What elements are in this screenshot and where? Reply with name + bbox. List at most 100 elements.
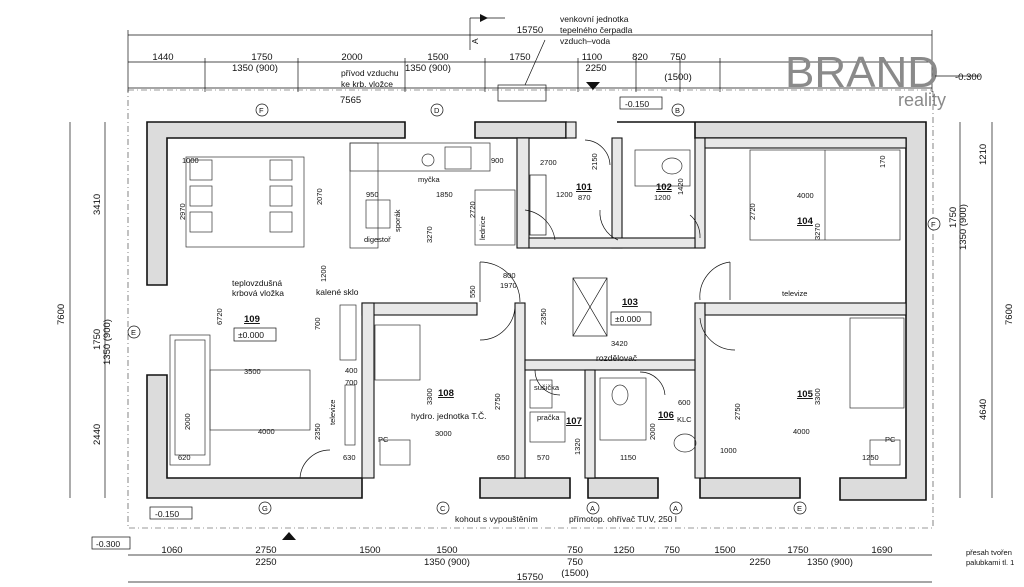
note-tap: kohout s vypouštěním	[455, 514, 538, 524]
note-distributor: rozdělovač	[596, 353, 638, 363]
dim-bot-b4: (1500)	[561, 568, 588, 579]
room-107: 107	[566, 416, 582, 427]
dim-r104-h: 3270	[813, 223, 822, 240]
dim-kit-7: 2720	[468, 201, 477, 218]
dim-liv-w: 3500	[244, 367, 261, 376]
dim-c103-2: 1970	[500, 281, 517, 290]
dim-bot-total: 15750	[517, 572, 543, 583]
dim-top-2: 1750	[251, 52, 272, 63]
dim-top-total: 15750	[517, 25, 543, 36]
note-heat-pump-1: venkovní jednotka	[560, 14, 629, 24]
note-heater: přímotop. ohřívač TUV, 250 l	[569, 514, 677, 524]
note-tv-109: televize	[328, 400, 337, 425]
dim-h101-2: 1200	[556, 190, 573, 199]
level-109: ±0.000	[238, 330, 264, 340]
dim-right-2: 1750	[948, 207, 959, 228]
dim-bot-3: 1500	[359, 545, 380, 556]
note-hydro: hydro. jednotka T.Č.	[411, 411, 486, 421]
dim-r108-h: 3300	[425, 388, 434, 405]
dim-left-1: 3410	[92, 194, 103, 215]
dim-kit-9: 700	[313, 317, 322, 330]
dim-top-8: 750	[670, 52, 686, 63]
axis-e-left: E	[131, 328, 136, 337]
note-washer: pračka	[537, 413, 560, 422]
dim-bot-2: 2750	[255, 545, 276, 556]
dim-bot-4: 1500	[436, 545, 457, 556]
section-mark: A	[470, 38, 480, 44]
dim-p109-2: 2350	[313, 423, 322, 440]
room-108: 108	[438, 388, 454, 399]
dim-b107-2: 1320	[573, 438, 582, 455]
dim-r104-s: 170	[878, 155, 887, 168]
dim-r105-w: 4000	[793, 427, 810, 436]
dim-r105-e: 1000	[720, 446, 737, 455]
room-101: 101	[576, 182, 593, 193]
dim-top-d: (1500)	[664, 72, 691, 83]
dim-top-b: 1350 (900)	[405, 63, 451, 74]
room-104: 104	[797, 216, 814, 227]
dim-top-3: 2000	[341, 52, 362, 63]
dim-r104-w: 4000	[797, 191, 814, 200]
note-pc-105: PC	[885, 435, 896, 444]
dim-right-5: 4640	[978, 399, 989, 420]
note-hood: digestoř	[364, 235, 391, 244]
dim-bot-5: 750	[567, 545, 583, 556]
axis-a-bot: A	[590, 504, 595, 513]
doors	[299, 139, 736, 479]
dim-liv-d1: 2970	[178, 203, 187, 220]
note-heat-pump-3: vzduch–voda	[560, 36, 610, 46]
note-dryer: sušička	[534, 383, 560, 392]
level-door-top: -0.150	[625, 99, 649, 109]
axis-a2-bot: A	[673, 504, 678, 513]
room-102: 102	[656, 182, 672, 193]
dim-p109-1: 620	[178, 453, 191, 462]
dim-c103-3: 3420	[611, 339, 628, 348]
room-labels: 101 102 103 104 105 106 107 108 109 ±0.0…	[233, 182, 814, 427]
dim-c103-5: 550	[468, 285, 477, 298]
axis-e-bot: E	[797, 504, 802, 513]
note-fireplace-2: krbová vložka	[232, 288, 284, 298]
dim-p109-3: 630	[343, 453, 356, 462]
note-heat-pump-2: tepelného čerpadla	[560, 25, 633, 35]
dim-b106-3: 600	[678, 398, 691, 407]
room-105: 105	[797, 389, 814, 400]
dim-kit-6: 900	[491, 156, 504, 165]
room-103: 103	[622, 297, 638, 308]
dim-b106-2: 2000	[648, 423, 657, 440]
dim-r105-f: 1250	[862, 453, 879, 462]
note-fireplace-1: teplovzdušná	[232, 278, 282, 288]
dim-kit-5: 3270	[425, 226, 434, 243]
dim-bot-10: 1690	[871, 545, 892, 556]
side-dimensions: 3410 7600 1750 1350 (900) 2440 1210 1750…	[56, 122, 1015, 498]
room-109: 109	[244, 314, 260, 325]
dim-bot-8: 1500	[714, 545, 735, 556]
dim-top-a: 1350 (900)	[232, 63, 278, 74]
entry-area	[529, 174, 608, 337]
note-stove: sporák	[393, 209, 402, 232]
note-fridge: lednice	[478, 216, 487, 240]
brand-logo: BRAND reality -0.300	[785, 48, 982, 110]
dim-p109-5: 700	[345, 378, 358, 387]
dim-c103-4: 2350	[539, 308, 548, 325]
furniture	[169, 142, 905, 466]
dim-7565: 7565	[340, 95, 361, 106]
dim-h101-3: 870	[578, 193, 591, 202]
dim-bot-1: 1060	[161, 545, 182, 556]
note-air-1: přívod vzduchu	[341, 68, 399, 78]
axis-f-top: F	[259, 106, 264, 115]
dim-r108-d: 2750	[493, 393, 502, 410]
inner-dimensions: 1000 2070 950 1850 3270 900 2720 1200 70…	[178, 153, 887, 462]
dim-kit-2: 2070	[315, 188, 324, 205]
dim-top-4: 1500	[427, 52, 448, 63]
dim-bot-9: 1750	[787, 545, 808, 556]
dim-b107-3: 650	[497, 453, 510, 462]
level-ground: -0.300	[96, 539, 120, 549]
dim-kit-8: 1200	[319, 265, 328, 282]
dim-w102-3: 1420	[676, 178, 685, 195]
dim-top-c: 2250	[585, 63, 606, 74]
dim-r104-d: 2720	[748, 203, 757, 220]
dim-b106-1: 1150	[620, 453, 636, 462]
dim-liv-w2: 4000	[258, 427, 275, 436]
axis-g-bot: G	[262, 504, 268, 513]
dim-top-7: 820	[632, 52, 648, 63]
